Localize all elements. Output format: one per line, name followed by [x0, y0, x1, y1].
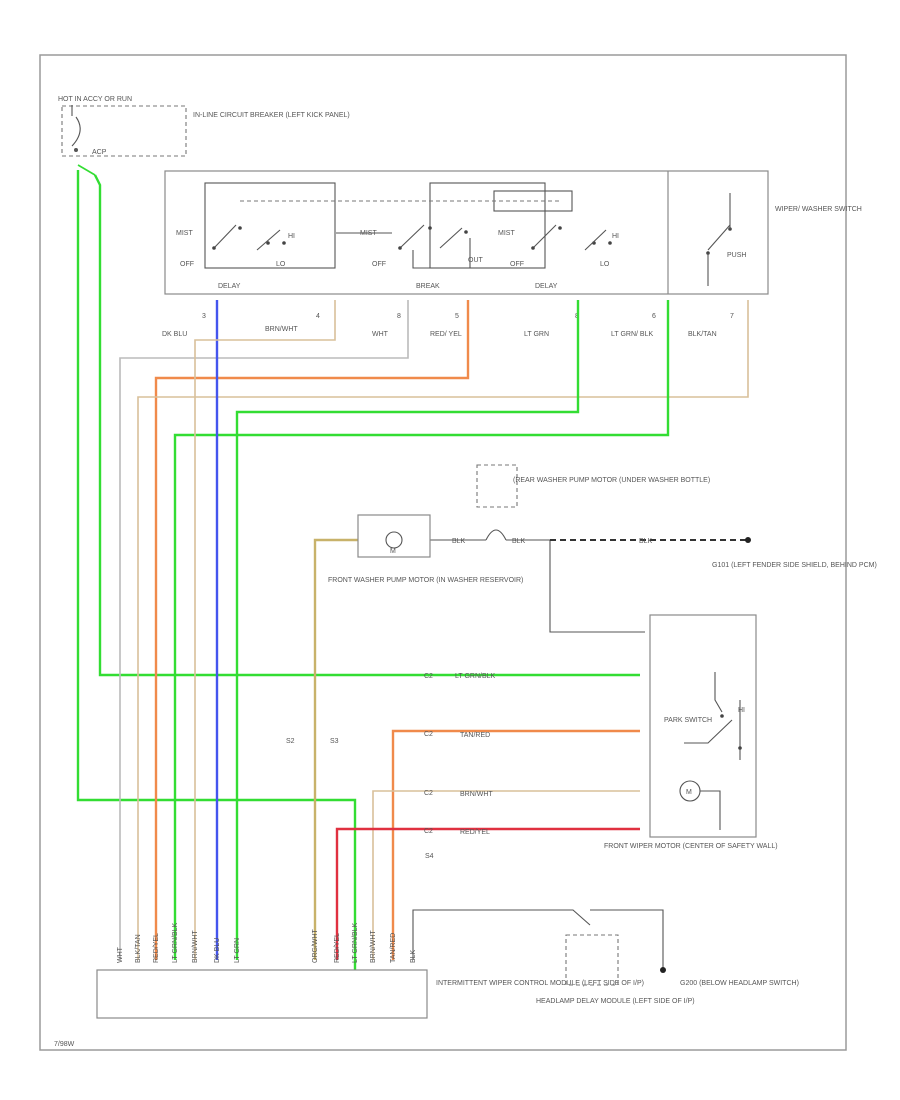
svg-text:LT GRN: LT GRN	[234, 938, 241, 963]
mode-off-label: OFF	[510, 261, 524, 268]
wire-label-dk-blu: DK BLU	[162, 331, 187, 338]
svg-text:WIPER/ WASHER SWITCH: WIPER/ WASHER SWITCH	[775, 206, 862, 213]
svg-text:BLK/TAN: BLK/TAN	[135, 934, 142, 963]
svg-text:FRONT WIPER MOTOR (CENTER OF S: FRONT WIPER MOTOR (CENTER OF SAFETY WALL…	[604, 843, 778, 850]
wire-label-blk: BLK	[639, 538, 653, 545]
intermittent-wiper-module: INTERMITTENT WIPER CONTROL MODULE (LEFT …	[96, 969, 644, 1019]
wire-label-tan-red: TAN/RED	[460, 732, 490, 739]
svg-text:LT GRN/BLK: LT GRN/BLK	[172, 922, 179, 963]
wire-label-wht: WHT	[372, 331, 389, 338]
wire-label-blk-tan: BLK/TAN	[688, 331, 717, 338]
diagram-code-label: 7/98W	[54, 1041, 75, 1048]
ground-icon	[660, 967, 666, 973]
svg-text:G200 (BELOW HEADLAMP SWITCH): G200 (BELOW HEADLAMP SWITCH)	[680, 980, 799, 987]
breaker-label: IN-LINE CIRCUIT BREAKER (LEFT KICK PANEL…	[193, 112, 350, 119]
svg-text:8: 8	[397, 313, 401, 320]
wire-label-lt-grn: LT GRN	[524, 331, 549, 338]
svg-text:LT GRN/BLK: LT GRN/BLK	[352, 922, 359, 963]
breaker-terminal-icon	[74, 148, 78, 152]
mode-mist-label: MIST	[360, 230, 377, 237]
headlamp-delay-module: HEADLAMP DELAY MODULE (LEFT SIDE OF I/P)	[536, 934, 695, 1005]
rear-washer-pump: (REAR WASHER PUMP MOTOR (UNDER WASHER BO…	[476, 464, 710, 508]
svg-text:INTERMITTENT WIPER CONTROL MOD: INTERMITTENT WIPER CONTROL MODULE (LEFT …	[436, 980, 644, 987]
splice-s4-label: S4	[425, 853, 434, 860]
ground-g101: G101 (LEFT FENDER SIDE SHIELD, BEHIND PC…	[712, 537, 877, 569]
svg-text:(REAR WASHER PUMP MOTOR (UNDER: (REAR WASHER PUMP MOTOR (UNDER WASHER BO…	[513, 477, 710, 484]
wire-label-blk: BLK	[452, 538, 466, 545]
wiper-washer-switch: MIST MIST MIST HI HI OFF OFF OFF LO LO D…	[164, 170, 862, 295]
mode-off-label: OFF	[372, 261, 386, 268]
front-wiper-motor: M PARK SWITCH HI FRONT WIPER MOTOR (CENT…	[604, 614, 778, 850]
mode-hi-label: HI	[612, 233, 619, 240]
svg-text:4: 4	[316, 313, 320, 320]
mode-lo-label: LO	[600, 261, 610, 268]
svg-text:C2: C2	[424, 731, 433, 738]
svg-text:5: 5	[455, 313, 459, 320]
mode-delay-label: DELAY	[218, 283, 241, 290]
ground-g200: G200 (BELOW HEADLAMP SWITCH)	[660, 967, 799, 987]
front-washer-pump: M FRONT WASHER PUMP MOTOR (IN WASHER RES…	[328, 514, 523, 584]
wire-harness	[76, 164, 749, 970]
hot-in-label: HOT IN ACCY OR RUN	[58, 96, 132, 103]
svg-text:C2: C2	[424, 828, 433, 835]
splice-s2-label: S2	[286, 738, 295, 745]
svg-text:ORG/WHT: ORG/WHT	[312, 928, 319, 963]
svg-text:BRN/WHT: BRN/WHT	[370, 930, 377, 963]
svg-text:7: 7	[730, 313, 734, 320]
mode-mist-label: MIST	[176, 230, 193, 237]
wire-label-brn-wht: BRN/WHT	[265, 326, 298, 333]
svg-text:DK BLU: DK BLU	[214, 938, 221, 963]
connector-markers: C2 C2 C2 C2	[424, 673, 433, 835]
wire-label-lt-grn-blk: LT GRN/ BLK	[611, 331, 653, 338]
motor-m-icon: M	[390, 548, 396, 555]
mode-delay-label: DELAY	[535, 283, 558, 290]
wire-label-red-yel: RED/ YEL	[430, 331, 462, 338]
mode-hi-label: HI	[288, 233, 295, 240]
wire-label-brn-wht: BRN/WHT	[460, 791, 493, 798]
svg-text:3: 3	[202, 313, 206, 320]
switch-wire-color-labels: DK BLU BRN/WHT WHT RED/ YEL LT GRN LT GR…	[162, 326, 717, 338]
mode-lo-label: LO	[276, 261, 286, 268]
switch-label: WIPER/ WASHER SWITCH	[775, 206, 862, 213]
diagram-frame	[39, 54, 847, 1051]
svg-text:BLK: BLK	[410, 949, 417, 963]
splice-s3-label: S3	[330, 738, 339, 745]
svg-text:HI: HI	[738, 707, 745, 714]
svg-text:PARK SWITCH: PARK SWITCH	[664, 717, 712, 724]
mode-mist-label: MIST	[498, 230, 515, 237]
svg-text:IN-LINE CIRCUIT BREAKER (LEFT: IN-LINE CIRCUIT BREAKER (LEFT KICK PANEL…	[193, 112, 350, 119]
svg-text:C2: C2	[424, 790, 433, 797]
svg-text:FRONT WASHER PUMP MOTOR (IN WA: FRONT WASHER PUMP MOTOR (IN WASHER RESER…	[328, 577, 523, 584]
circuit-breaker: HOT IN ACCY OR RUN ACP IN-LINE CIRCUIT B…	[58, 96, 350, 157]
svg-text:RED/YEL: RED/YEL	[334, 933, 341, 963]
svg-text:WHT: WHT	[117, 946, 124, 963]
motor-m-icon: M	[686, 789, 692, 796]
mode-break-label: BREAK	[416, 283, 440, 290]
wire-label-red-yel: RED/YEL	[460, 829, 490, 836]
svg-text:BRN/WHT: BRN/WHT	[192, 930, 199, 963]
svg-text:6: 6	[652, 313, 656, 320]
mode-out-label: OUT	[468, 257, 484, 264]
wire-label-blk: BLK	[512, 538, 526, 545]
svg-text:RED/YEL: RED/YEL	[153, 933, 160, 963]
svg-text:G101 (LEFT FENDER SIDE SHIELD,: G101 (LEFT FENDER SIDE SHIELD, BEHIND PC…	[712, 562, 877, 569]
mode-push-label: PUSH	[727, 252, 746, 259]
svg-text:HEADLAMP DELAY MODULE (LEFT SI: HEADLAMP DELAY MODULE (LEFT SIDE OF I/P)	[536, 998, 695, 1005]
svg-text:C2: C2	[424, 673, 433, 680]
svg-text:TAN/RED: TAN/RED	[390, 933, 397, 963]
ground-icon	[745, 537, 751, 543]
module-pin-labels: WHT BLK/TAN RED/YEL LT GRN/BLK BRN/WHT D…	[117, 922, 417, 963]
acp-label: ACP	[92, 149, 107, 156]
mode-off-label: OFF	[180, 261, 194, 268]
wire-label-lt-grn-blk: LT GRN/BLK	[455, 673, 496, 680]
